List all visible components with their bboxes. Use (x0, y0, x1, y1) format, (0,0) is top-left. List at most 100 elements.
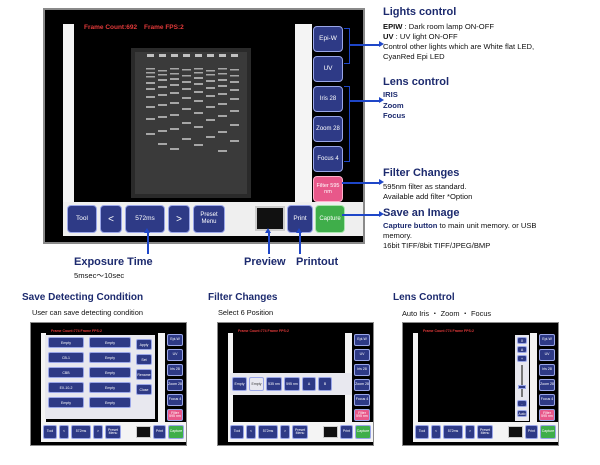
exposure-prev-button[interactable]: < (246, 425, 256, 439)
tool-button[interactable]: Tool (230, 425, 244, 439)
filter-option[interactable]: Empty (249, 377, 264, 391)
exposure-next-button[interactable]: > (465, 425, 475, 439)
filter-button[interactable]: Filter 595 nm (167, 409, 183, 421)
preset-cell[interactable]: CBB (48, 367, 84, 378)
zoom-button[interactable]: Zoom 28 (539, 379, 555, 391)
capture-button[interactable]: Capture (355, 425, 371, 439)
exposure-prev-button[interactable]: < (431, 425, 441, 439)
focus-button[interactable]: Focus 4 (354, 394, 370, 406)
lens-item-zoom: Zoom (383, 100, 404, 110)
preset-menu-button[interactable]: Preset Menu (292, 425, 308, 439)
preset-menu-button[interactable]: Preset Menu (477, 425, 493, 439)
exposure-value-button[interactable]: 572ms (258, 425, 278, 439)
uv-button[interactable]: UV (313, 56, 343, 82)
preset-menu-button[interactable]: Preset Menu (193, 205, 225, 233)
frame-fps: Frame FPS:2 (144, 24, 184, 31)
save-line3: 16bit TIFF/8bit TIFF/JPEG/BMP (383, 240, 491, 250)
uv-button[interactable]: UV (539, 349, 555, 361)
iris-button[interactable]: Iris 28 (167, 364, 183, 376)
filter-button[interactable]: Filter 595 nm (539, 409, 555, 421)
iris-button[interactable]: Iris 28 (354, 364, 370, 376)
preset-menu-button[interactable]: Preset Menu (105, 425, 121, 439)
uv-label: UV (383, 31, 394, 41)
preset-cell[interactable]: Empty (89, 367, 131, 378)
preset-cell[interactable]: CB-1 (48, 352, 84, 363)
filter-changes-mini-title: Filter Changes (208, 292, 278, 303)
focus-button[interactable]: Focus 4 (167, 394, 183, 406)
exposure-value-button[interactable]: 572ms (71, 425, 91, 439)
preset-cell[interactable]: Empty (89, 337, 131, 348)
uv-button[interactable]: UV (167, 349, 183, 361)
printout-title: Printout (296, 256, 339, 268)
filter-option[interactable]: 535 nm (266, 377, 282, 391)
filter-arrow (342, 179, 384, 185)
filter-line1: 595nm filter as standard. (383, 182, 467, 191)
exposure-next-button[interactable]: > (280, 425, 290, 439)
exposure-prev-button[interactable]: < (100, 205, 122, 233)
epi-w-button[interactable]: Epi-W (354, 334, 370, 346)
rename-button[interactable]: Rename (136, 369, 152, 380)
right-white-strip (295, 24, 312, 204)
capture-button[interactable]: Capture (315, 205, 345, 233)
zoom-button[interactable]: Zoom 28 (313, 116, 343, 142)
preset-cell[interactable]: Empty (48, 397, 84, 408)
tool-button[interactable]: Tool (43, 425, 57, 439)
filter-button[interactable]: Filter 595 nm (354, 409, 370, 421)
lens-close-button[interactable]: X (517, 337, 527, 344)
filter-button[interactable]: Filter 595 nm (313, 176, 343, 202)
preset-cell[interactable]: Empty (48, 337, 84, 348)
lens-control-screen: Frame Count:774 Frame FPS:2 X A + - Auto… (402, 322, 559, 446)
exposure-next-button[interactable]: > (168, 205, 190, 233)
filter-changes-title: Filter Changes (383, 167, 460, 179)
uv-button[interactable]: UV (354, 349, 370, 361)
epi-w-button[interactable]: Epi-W (313, 26, 343, 52)
exposure-prev-button[interactable]: < (59, 425, 69, 439)
lights-control-desc: EPIW : Dark room lamp ON-OFF UV : UV lig… (383, 22, 534, 61)
lens-auto-button[interactable]: A (517, 346, 527, 353)
print-button[interactable]: Print (153, 425, 166, 439)
epi-w-button[interactable]: Epi-W (167, 334, 183, 346)
filter-option[interactable]: A (302, 377, 316, 391)
preset-cell[interactable]: Empty (89, 382, 131, 393)
filter-changes-screen: Frame Count:774 Frame FPS:2 Empty Empty … (217, 322, 374, 446)
apply-button[interactable]: Apply (136, 339, 152, 350)
preview-arrow (265, 228, 271, 254)
lens-plus-button[interactable]: + (517, 355, 527, 362)
filter-option[interactable]: 595 nm (284, 377, 300, 391)
tool-button[interactable]: Tool (415, 425, 429, 439)
print-button[interactable]: Print (525, 425, 538, 439)
preset-cell[interactable]: Empty (89, 397, 131, 408)
zoom-button[interactable]: Zoom 28 (167, 379, 183, 391)
preview-thumbnail (323, 426, 338, 438)
close-button[interactable]: Close (136, 384, 152, 395)
lens-slider-thumb[interactable] (518, 385, 526, 389)
focus-button[interactable]: Focus 4 (313, 146, 343, 172)
zoom-button[interactable]: Zoom 28 (354, 379, 370, 391)
filter-option[interactable]: B (318, 377, 332, 391)
focus-button[interactable]: Focus 4 (539, 394, 555, 406)
lens-slider-track[interactable] (521, 365, 523, 397)
iris-button[interactable]: Iris 28 (539, 364, 555, 376)
lens-minus-button[interactable]: - (517, 400, 527, 407)
lens-auto-label-button[interactable]: Auto (517, 410, 527, 417)
tool-button[interactable]: Tool (67, 205, 97, 233)
iris-button[interactable]: Iris 28 (313, 86, 343, 112)
preset-cell[interactable]: Empty (89, 352, 131, 363)
print-button[interactable]: Print (340, 425, 353, 439)
lens-bracket (344, 86, 350, 162)
capture-button[interactable]: Capture (168, 425, 184, 439)
save-line2: memory. (383, 230, 412, 240)
exposure-value-button[interactable]: 572ms (443, 425, 463, 439)
epi-w-button[interactable]: Epi-W (539, 334, 555, 346)
capture-button[interactable]: Capture (540, 425, 556, 439)
lights-arrow (350, 41, 384, 47)
preset-cell[interactable]: EX-10-2 (48, 382, 84, 393)
lights-bracket (344, 28, 350, 64)
preview-thumbnail (508, 426, 523, 438)
frame-count: Frame Count:692 (84, 24, 138, 31)
exposure-next-button[interactable]: > (93, 425, 103, 439)
capture-label: Capture button (383, 221, 438, 230)
save-detecting-desc: User can save detecting condition (32, 308, 143, 317)
set-button[interactable]: Set (136, 354, 152, 365)
filter-option[interactable]: Empty (232, 377, 247, 391)
